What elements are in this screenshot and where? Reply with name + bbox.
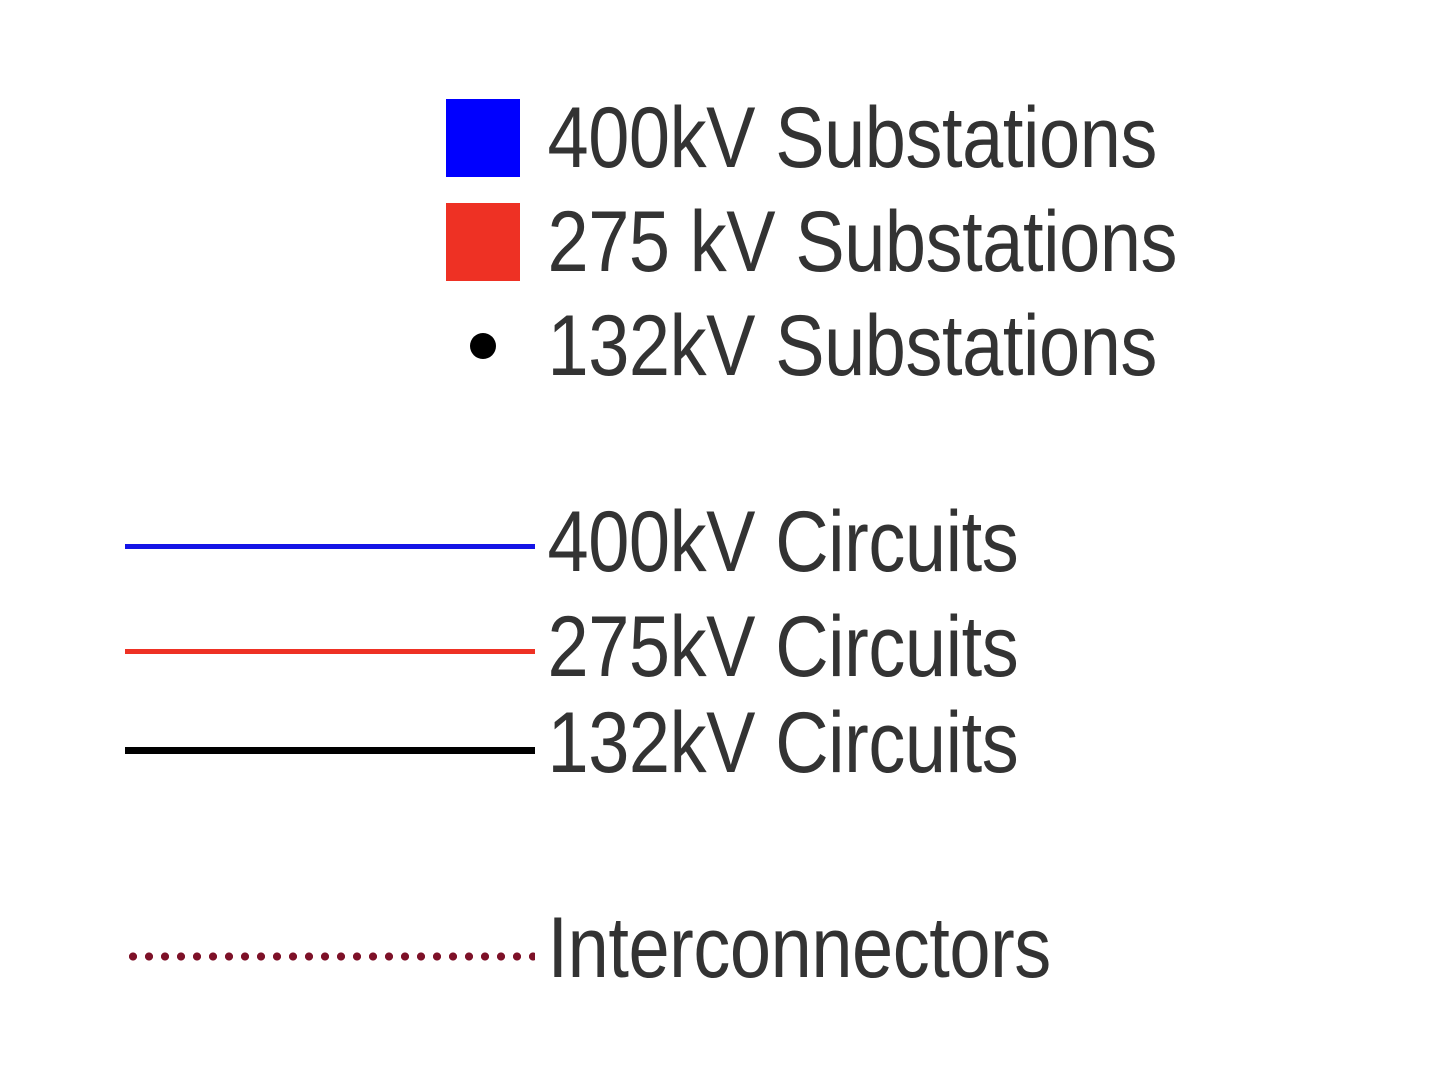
legend-item-132kv-substations[interactable]: 132kV Substations: [370, 303, 1261, 389]
legend-label-400kv-substations: 400kV Substations: [547, 90, 1158, 186]
legend-swatch-cell: [370, 307, 520, 385]
legend-item-132kv-circuits[interactable]: 132kV Circuits: [520, 700, 1099, 786]
legend-item-interconnectors[interactable]: Interconnectors: [520, 905, 1137, 991]
legend-label-275kv-substations: 275 kV Substations: [547, 194, 1178, 290]
legend-label-132kv-substations: 132kV Substations: [547, 298, 1158, 394]
blue-solid-line-icon: [125, 543, 535, 549]
legend-label-275kv-circuits: 275kV Circuits: [547, 599, 1019, 695]
legend-item-400kv-circuits[interactable]: 400kV Circuits: [520, 499, 1099, 585]
blue-square-icon: [446, 99, 520, 177]
red-solid-line-icon: [125, 648, 535, 654]
legend-line-swatch-400kv: [125, 540, 535, 552]
maroon-dotted-line-icon: [125, 951, 535, 961]
legend-label-interconnectors: Interconnectors: [547, 900, 1052, 996]
legend-label-132kv-circuits: 132kV Circuits: [547, 695, 1019, 791]
legend-item-400kv-substations[interactable]: 400kV Substations: [370, 95, 1261, 181]
legend-label-400kv-circuits: 400kV Circuits: [547, 494, 1019, 590]
black-dot-icon: [470, 333, 496, 359]
legend-line-swatch-132kv: [125, 744, 535, 756]
black-solid-line-icon: [125, 746, 535, 754]
legend-line-swatch-interconnectors: [125, 950, 535, 962]
red-square-icon: [446, 203, 520, 281]
legend-item-275kv-substations[interactable]: 275 kV Substations: [370, 199, 1284, 285]
dot-swatch-wrapper: [446, 307, 520, 385]
legend-swatch-cell: [370, 203, 520, 281]
legend-item-275kv-circuits[interactable]: 275kV Circuits: [520, 604, 1099, 690]
legend-swatch-cell: [370, 99, 520, 177]
legend-line-swatch-275kv: [125, 645, 535, 657]
